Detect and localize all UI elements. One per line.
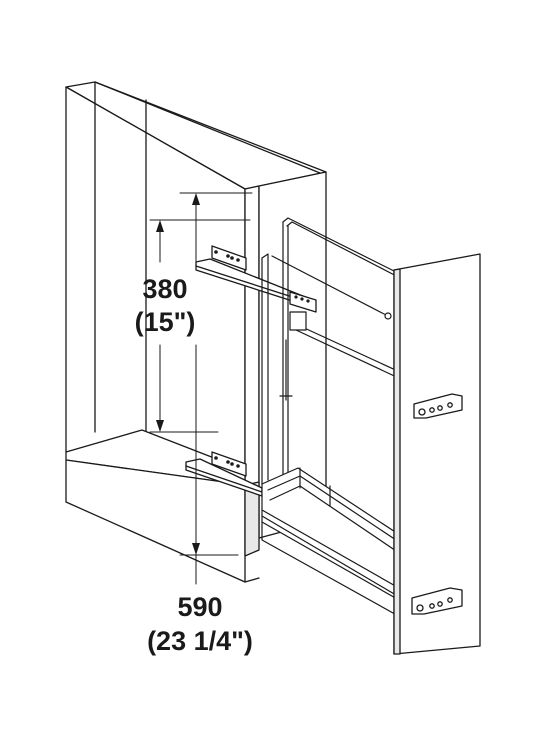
dimension-590-mm: 590 bbox=[177, 592, 223, 622]
dimension-380-inches: (15") bbox=[134, 307, 196, 337]
dimension-590-inches: (23 1/4") bbox=[147, 626, 253, 656]
door-edge bbox=[393, 268, 401, 655]
door-lower-bracket bbox=[411, 587, 463, 615]
frame-post bbox=[261, 253, 269, 481]
door-panel bbox=[393, 253, 481, 655]
plinth-base bbox=[244, 577, 260, 583]
plinth-side bbox=[244, 481, 260, 557]
dimension-380-mm: 380 bbox=[142, 274, 188, 304]
inner-edge-2 bbox=[94, 81, 321, 174]
dimension-lines bbox=[149, 192, 253, 585]
mounting-rails bbox=[185, 245, 317, 497]
upper-bracket bbox=[211, 245, 247, 271]
lower-bracket bbox=[211, 451, 247, 477]
upper-rod bbox=[271, 255, 389, 317]
